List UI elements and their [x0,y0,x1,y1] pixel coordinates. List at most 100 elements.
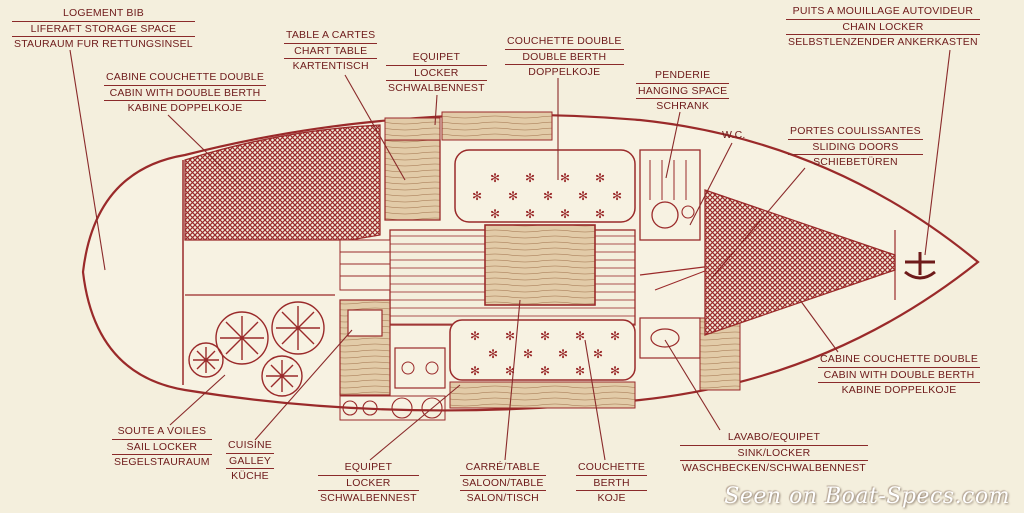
label-sliding-doors-de: SCHIEBETÜREN [813,156,898,168]
label-chain-locker: PUITS A MOUILLAGE AUTOVIDEUR CHAIN LOCKE… [786,4,980,50]
galley-sink [347,309,383,337]
svg-text:✻: ✻ [470,364,480,378]
label-saloon-de: SALON/TISCH [466,492,539,504]
svg-text:✻: ✻ [472,189,482,203]
label-chart-table-fr: TABLE A CARTES [284,28,378,44]
label-chart-table: TABLE A CARTES CHART TABLE KARTENTISCH [284,28,378,74]
label-galley: CUISINE GALLEY KÜCHE [226,438,274,484]
label-berth-en: BERTH [576,476,648,491]
label-berth-de: KOJE [597,492,626,504]
svg-text:✻: ✻ [540,364,550,378]
label-liferaft: LOGEMENT BIB LIFERAFT STORAGE SPACE STAU… [12,6,195,52]
sail-locker [188,301,325,397]
label-wc-text: W.C. [722,129,746,141]
label-chart-table-de: KARTENTISCH [292,60,369,72]
label-sink-locker-en: SINK/LOCKER [680,446,868,461]
svg-text:✻: ✻ [575,364,585,378]
label-galley-en: GALLEY [226,454,274,469]
svg-text:✻: ✻ [593,347,603,361]
svg-text:✻: ✻ [540,329,550,343]
label-aft-cabin-en: CABIN WITH DOUBLE BERTH [104,86,267,101]
svg-text:✻: ✻ [612,189,622,203]
svg-text:✻: ✻ [523,347,533,361]
label-sliding-doors: PORTES COULISSANTES SLIDING DOORS SCHIEB… [788,124,923,170]
label-sliding-doors-fr: PORTES COULISSANTES [788,124,923,140]
label-double-berth-en: DOUBLE BERTH [505,50,624,65]
galley-stove [394,347,446,389]
label-locker-top-en: LOCKER [386,66,487,81]
label-saloon-en: SALOON/TABLE [460,476,546,491]
svg-text:✻: ✻ [505,329,515,343]
label-saloon: CARRÉ/TABLE SALOON/TABLE SALON/TISCH [460,460,546,506]
svg-text:✻: ✻ [610,364,620,378]
top-locker-2 [441,111,553,141]
svg-text:✻: ✻ [560,207,570,221]
label-sail-locker: SOUTE A VOILES SAIL LOCKER SEGELSTAURAUM [112,424,212,470]
svg-text:✻: ✻ [490,207,500,221]
label-berth-fr: COUCHETTE [576,460,648,476]
label-hanging-en: HANGING SPACE [636,84,730,99]
anchor-icon [904,252,936,280]
label-hanging-de: SCHRANK [656,100,710,112]
label-sink-locker: LAVABO/EQUIPET SINK/LOCKER WASCHBECKEN/S… [680,430,868,476]
label-double-berth-fr: COUCHETTE DOUBLE [505,34,624,50]
label-liferaft-en: LIFERAFT STORAGE SPACE [12,22,195,37]
label-double-berth: COUCHETTE DOUBLE DOUBLE BERTH DOPPELKOJE [505,34,624,80]
label-galley-de: KÜCHE [231,470,269,482]
label-locker-bottom-en: LOCKER [318,476,419,491]
label-locker-top-fr: EQUIPET [386,50,487,66]
label-fore-cabin: CABINE COUCHETTE DOUBLE CABIN WITH DOUBL… [818,352,981,398]
saloon-table [484,224,596,306]
watermark: Seen on Boat-Specs.com [724,484,1010,509]
svg-text:✻: ✻ [595,207,605,221]
label-locker-bottom-fr: EQUIPET [318,460,419,476]
label-saloon-fr: CARRÉ/TABLE [460,460,546,476]
label-sink-locker-fr: LAVABO/EQUIPET [680,430,868,446]
label-locker-bottom: EQUIPET LOCKER SCHWALBENNEST [318,460,419,506]
svg-text:✻: ✻ [560,171,570,185]
label-galley-fr: CUISINE [226,438,274,454]
wash-basin-area [639,317,701,359]
top-locker [384,117,441,141]
svg-text:✻: ✻ [595,171,605,185]
label-chain-locker-en: CHAIN LOCKER [786,20,980,35]
label-fore-cabin-fr: CABINE COUCHETTE DOUBLE [818,352,981,368]
label-sail-locker-fr: SOUTE A VOILES [112,424,212,440]
svg-text:✻: ✻ [470,329,480,343]
label-chart-table-en: CHART TABLE [284,44,378,59]
svg-text:✻: ✻ [525,207,535,221]
svg-text:✻: ✻ [543,189,553,203]
svg-text:✻: ✻ [505,364,515,378]
label-sink-locker-de: WASCHBECKEN/SCHWALBENNEST [682,462,866,474]
svg-text:✻: ✻ [610,329,620,343]
label-sail-locker-en: SAIL LOCKER [112,440,212,455]
companion-steps [339,239,391,291]
svg-text:✻: ✻ [578,189,588,203]
label-locker-top-de: SCHWALBENNEST [388,82,485,94]
label-locker-top: EQUIPET LOCKER SCHWALBENNEST [386,50,487,96]
aft-cabin-berth [184,124,381,241]
label-berth: COUCHETTE BERTH KOJE [576,460,648,506]
chart-table [384,139,441,221]
bottom-locker [449,381,636,409]
svg-text:✻: ✻ [525,171,535,185]
label-chain-locker-de: SELBSTLENZENDER ANKERKASTEN [788,36,978,48]
label-fore-cabin-en: CABIN WITH DOUBLE BERTH [818,368,981,383]
label-aft-cabin-de: KABINE DOPPELKOJE [127,102,243,114]
svg-text:✻: ✻ [508,189,518,203]
label-chain-locker-fr: PUITS A MOUILLAGE AUTOVIDEUR [786,4,980,20]
svg-text:✻: ✻ [575,329,585,343]
label-locker-bottom-de: SCHWALBENNEST [320,492,417,504]
double-berth [454,149,636,223]
label-wc: W.C. [720,128,748,143]
label-hanging-fr: PENDERIE [636,68,730,84]
label-sail-locker-de: SEGELSTAURAUM [114,456,210,468]
svg-text:✻: ✻ [488,347,498,361]
label-aft-cabin-fr: CABINE COUCHETTE DOUBLE [104,70,267,86]
label-hanging: PENDERIE HANGING SPACE SCHRANK [636,68,730,114]
label-liferaft-fr: LOGEMENT BIB [12,6,195,22]
label-fore-cabin-de: KABINE DOPPELKOJE [841,384,957,396]
label-sliding-doors-en: SLIDING DOORS [788,140,923,155]
label-liferaft-de: STAURAUM FUR RETTUNGSINSEL [14,38,193,50]
label-double-berth-de: DOPPELKOJE [528,66,601,78]
